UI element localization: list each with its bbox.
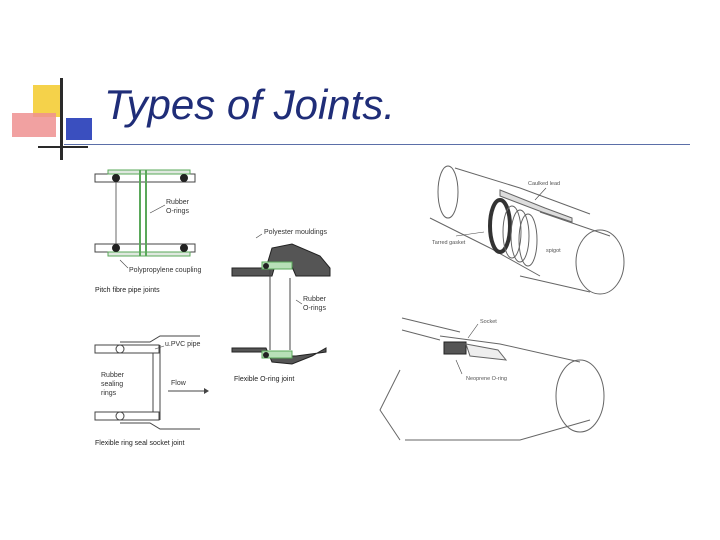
clay-label-caulked: Caulked lead <box>528 181 560 187</box>
page-title: Types of Joints. <box>104 81 396 128</box>
clay-label-neoprene: Neoprene O-ring <box>466 376 507 382</box>
clay-joint-neoprene <box>379 317 605 441</box>
oring-caption: Flexible O-ring joint <box>234 376 294 383</box>
upvc-seal-line2: sealing <box>101 381 123 388</box>
upvc-caption: Flexible ring seal socket joint <box>95 440 185 447</box>
clay-label-tarred: Tarred gasket <box>432 240 466 246</box>
deco-blue-square <box>66 118 92 140</box>
pitch-fibre-caption: Pitch fibre pipe joints <box>95 287 160 294</box>
clay-label-spigot: spigot <box>546 248 561 254</box>
oring-ring-top: Rubber <box>303 296 327 303</box>
pitch-fibre-callout-bottom: O-rings <box>166 208 189 215</box>
pitch-fibre-joint: Rubber O-rings Polypropylene coupling Pi… <box>94 169 201 294</box>
pitch-fibre-callout-top: Rubber <box>166 199 190 206</box>
upvc-flow-label: Flow <box>171 380 187 387</box>
upvc-socket-joint: u.PVC pipe Rubber sealing rings Flow Fle… <box>94 335 209 447</box>
deco-vertical-line <box>60 78 63 160</box>
title-rule <box>64 144 690 145</box>
oring-mouldings-label: Polyester mouldings <box>264 229 328 236</box>
upvc-seal-line3: rings <box>101 390 117 397</box>
oring-ring-bottom: O-rings <box>303 305 326 312</box>
upvc-pipe-label: u.PVC pipe <box>165 341 201 348</box>
pitch-fibre-coupling-label: Polypropylene coupling <box>129 267 201 274</box>
deco-red-bar <box>12 113 56 137</box>
deco-horizontal-line <box>38 146 88 148</box>
oring-joint: Polyester mouldings Rubber O-rings Flexi… <box>231 229 331 383</box>
clay-label-socket: Socket <box>480 319 497 325</box>
upvc-seal-line1: Rubber <box>101 372 125 379</box>
clay-joint-caulked <box>429 165 625 295</box>
deco-yellow-square <box>33 85 63 117</box>
